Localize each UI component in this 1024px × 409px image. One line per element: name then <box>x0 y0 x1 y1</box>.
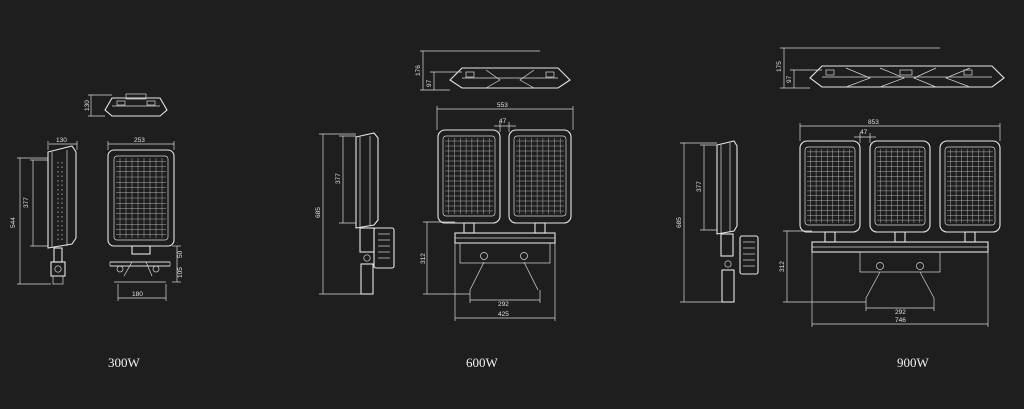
led-grid <box>516 138 564 214</box>
p2-dim-top-inner: 97 <box>426 79 433 87</box>
p1-dim-base-width: 180 <box>132 291 143 298</box>
p2-dim-total-height: 685 <box>315 207 322 218</box>
caption-600w: 600W <box>466 355 499 370</box>
led-grid <box>116 158 166 238</box>
led-grid <box>947 149 993 223</box>
p2-side-view: 685 377 <box>315 132 395 295</box>
led-grid <box>877 149 923 223</box>
p3-dim-bracket-inner: 292 <box>895 309 906 316</box>
product-600w: 176 97 685 377 <box>315 50 574 370</box>
p2-top-view: 176 97 <box>415 50 571 91</box>
p3-dim-top-inner: 97 <box>786 75 793 83</box>
p1-top-view: 130 <box>84 93 168 117</box>
p2-dim-bracket-inner: 292 <box>498 301 509 308</box>
p1-dim-bracket-b: 105 <box>177 267 184 278</box>
product-900w: 175 97 685 377 <box>676 47 1005 370</box>
product-300w: 130 130 544 377 <box>10 93 184 370</box>
led-grid <box>807 149 853 223</box>
p3-dim-module-height: 377 <box>696 181 703 192</box>
p1-dim-side-width: 130 <box>56 137 67 144</box>
p3-dim-total-width: 853 <box>868 119 879 126</box>
p1-dim-total-height: 544 <box>10 217 17 228</box>
p1-dim-front-width: 253 <box>134 137 145 144</box>
p1-dim-module-height: 377 <box>23 197 30 208</box>
p1-dim-top-height: 130 <box>84 100 91 111</box>
p1-side-view: 130 544 377 <box>10 137 78 285</box>
p1-dim-bracket-a: 50 <box>177 250 184 258</box>
p2-dim-gap: 47 <box>499 118 507 125</box>
p3-dim-top-height: 175 <box>776 61 783 72</box>
p3-side-view: 685 377 <box>676 140 759 303</box>
caption-900w: 900W <box>897 355 930 370</box>
p3-dim-gap: 47 <box>860 129 868 136</box>
p2-dim-bracket-outer: 425 <box>498 311 509 318</box>
p2-dim-total-width: 553 <box>497 102 508 109</box>
p2-dim-top-height: 176 <box>415 65 422 76</box>
p3-dim-total-height: 685 <box>676 217 683 228</box>
led-grid <box>445 138 493 214</box>
p2-front-view: 553 47 312 292 425 <box>420 102 574 321</box>
p3-top-view: 175 97 <box>776 47 1005 89</box>
p3-dim-bracket-outer: 746 <box>895 317 906 324</box>
caption-300w: 300W <box>108 355 141 370</box>
p2-dim-module-height: 377 <box>335 173 342 184</box>
p3-dim-bracket-height: 312 <box>779 261 786 272</box>
p3-front-view: 853 47 312 292 746 <box>779 119 1001 327</box>
p1-front-view: 253 50 105 180 <box>107 137 184 301</box>
p2-dim-bracket-height: 312 <box>420 253 427 264</box>
